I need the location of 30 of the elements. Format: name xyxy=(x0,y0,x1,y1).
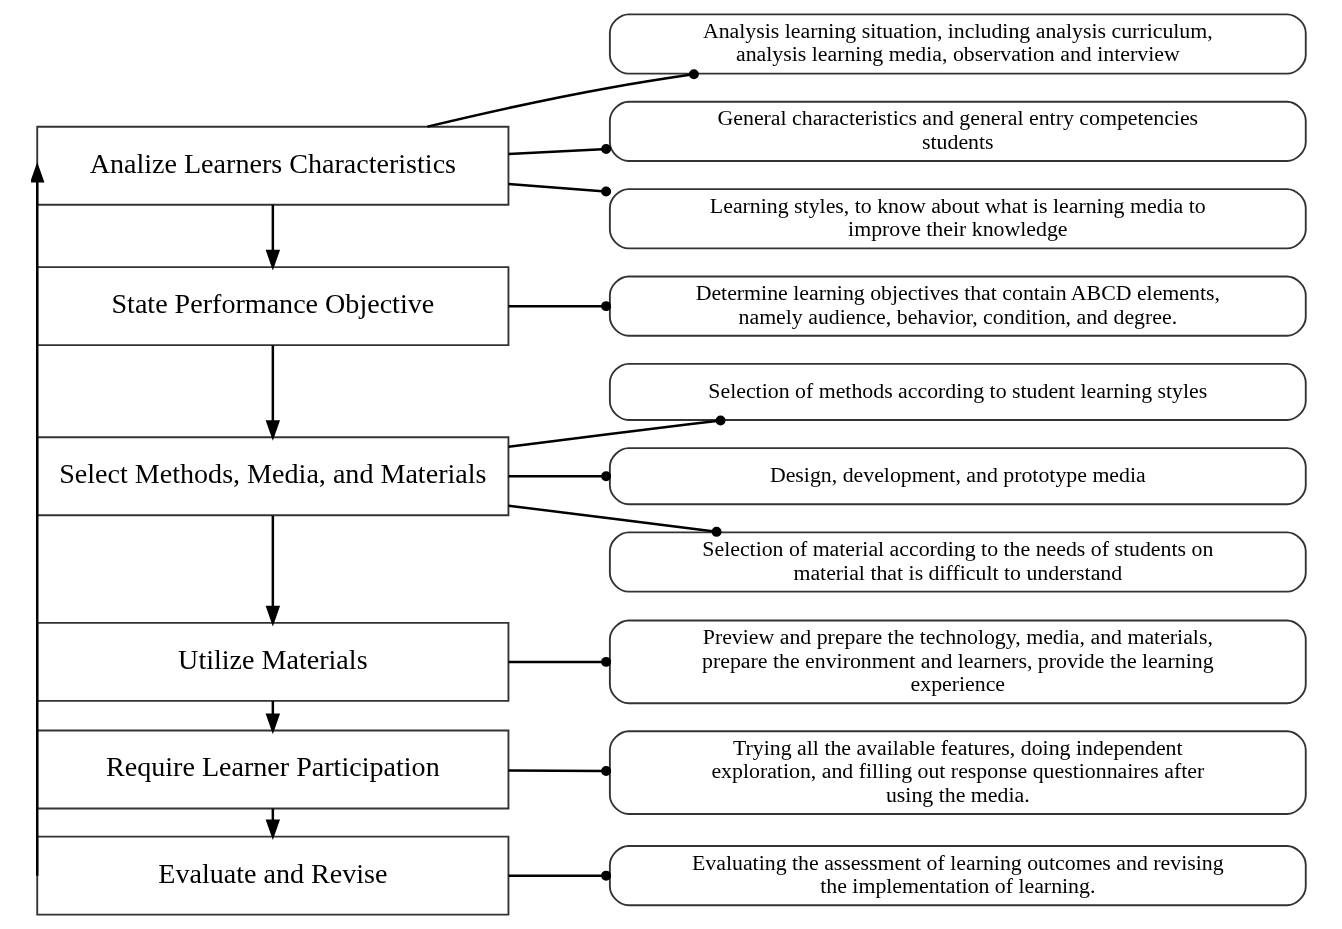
node-box: Selection of methods according to student learning styles xyxy=(608,362,1307,421)
node-box: Evaluating the assessment of learning outcomes and revising the implementation of learning. xyxy=(608,845,1307,907)
node-box: Selection of material according to the needs of students on material that is difficult to understand xyxy=(608,531,1307,593)
connector xyxy=(507,415,726,448)
node-box: General characteristics and general entry competencies students xyxy=(608,100,1307,162)
node-box: Analysis learning situation, including analysis curriculum, analysis learning media, observation and interview xyxy=(608,13,1307,75)
arrow xyxy=(265,345,280,441)
connector xyxy=(508,766,611,777)
connector xyxy=(508,656,611,667)
arrow xyxy=(30,161,44,876)
connector xyxy=(507,504,722,537)
node-box: Select Methods, Media, and Materials xyxy=(35,436,509,517)
node-box: Learning styles, to know about what is learning media to improve their knowledge xyxy=(608,188,1307,250)
node-box: Trying all the available features, doing independent exploration, and filling out response questionnaires after using the media. xyxy=(608,730,1307,815)
connector xyxy=(508,301,611,312)
arrow xyxy=(265,204,280,271)
node-box: Design, development, and prototype media xyxy=(608,447,1307,506)
connector xyxy=(508,144,611,156)
node-box: Analize Learners Characteristics xyxy=(35,125,509,206)
connector xyxy=(426,69,699,128)
connector xyxy=(507,182,611,197)
connector xyxy=(508,870,611,881)
connector xyxy=(508,471,611,482)
node-box: State Performance Objective xyxy=(35,266,509,347)
node-box: Determine learning objectives that contain ABCD elements, namely audience, behavior, condition, and degree. xyxy=(608,275,1307,337)
node-box: Evaluate and Revise xyxy=(35,835,509,916)
node-box: Utilize Materials xyxy=(35,621,509,702)
node-box: Preview and prepare the technology, media, and materials, prepare the environment and learners, provide the learning experience xyxy=(608,619,1307,705)
arrow xyxy=(265,515,280,627)
node-box: Require Learner Participation xyxy=(35,729,509,810)
